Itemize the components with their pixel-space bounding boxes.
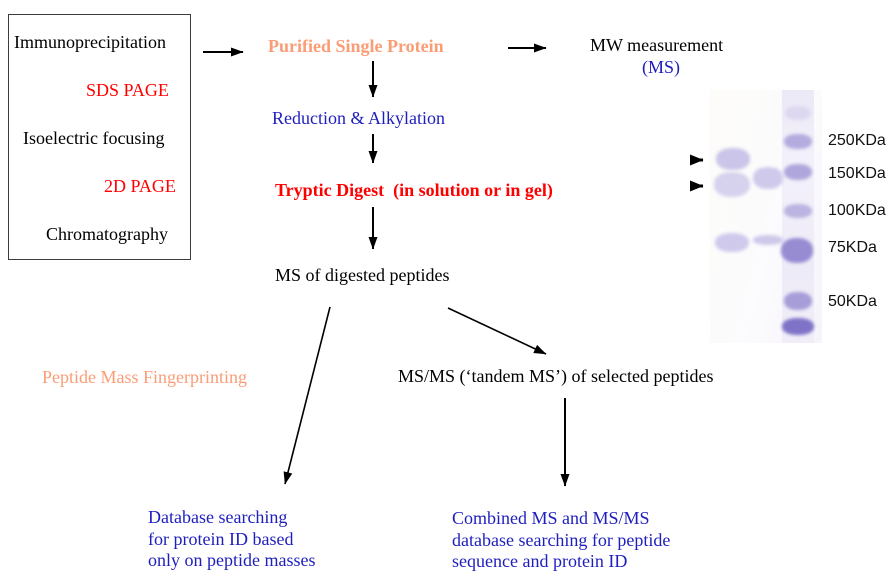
mw-measurement-label: MW measurement xyxy=(590,35,724,55)
peptide-mass-fingerprinting-label: Peptide Mass Fingerprinting xyxy=(42,367,247,387)
gel-label-250kda: 250KDa xyxy=(828,132,886,149)
gel-ladder-band-bottom xyxy=(782,318,814,335)
gel-band xyxy=(753,235,783,245)
prep-methods-box: Immunoprecipitation SDS PAGE Isoelectric… xyxy=(8,14,191,260)
prep-method-sds-page: SDS PAGE xyxy=(86,80,169,100)
database-search-right-label: Combined MS and MS/MS database searching… xyxy=(452,508,671,571)
prep-method-immunoprecipitation: Immunoprecipitation xyxy=(14,32,166,52)
gel-label-100kda: 100KDa xyxy=(828,202,886,219)
gel-label-50kda: 50KDa xyxy=(828,293,877,310)
gel-ladder-band-250 xyxy=(784,134,812,149)
ms-label: (MS) xyxy=(641,57,680,77)
gel-ladder-band-50 xyxy=(784,292,812,310)
gel-image xyxy=(710,90,822,343)
gel-band xyxy=(715,233,749,252)
gel-ladder-band-75 xyxy=(781,238,813,263)
gel-label-75kda: 75KDa xyxy=(828,239,877,256)
gel-band xyxy=(753,167,783,189)
msms-tandem-label: MS/MS (‘tandem MS’) of selected peptides xyxy=(398,366,714,386)
prep-method-chromatography: Chromatography xyxy=(46,224,168,244)
gel-ladder-band-150 xyxy=(784,164,812,180)
arrow-ms-to-msms xyxy=(447,307,547,355)
database-search-left-label: Database searching for protein ID based … xyxy=(148,507,316,570)
gel-band xyxy=(716,148,750,170)
prep-method-2d-page: 2D PAGE xyxy=(104,176,176,196)
ms-digested-peptides-label: MS of digested peptides xyxy=(275,265,450,285)
gel-band xyxy=(714,172,750,197)
tryptic-digest-label: Tryptic Digest (in solution or in gel) xyxy=(275,180,553,200)
gel-ladder-band-100 xyxy=(784,204,812,218)
gel-label-150kda: 150KDa xyxy=(828,165,886,182)
gel-ladder-band xyxy=(785,106,811,120)
prep-method-isoelectric-focusing: Isoelectric focusing xyxy=(23,128,165,148)
reduction-alkylation-label: Reduction & Alkylation xyxy=(272,108,445,128)
purified-single-protein-label: Purified Single Protein xyxy=(268,36,444,56)
arrow-ms-to-database-left xyxy=(283,306,331,485)
